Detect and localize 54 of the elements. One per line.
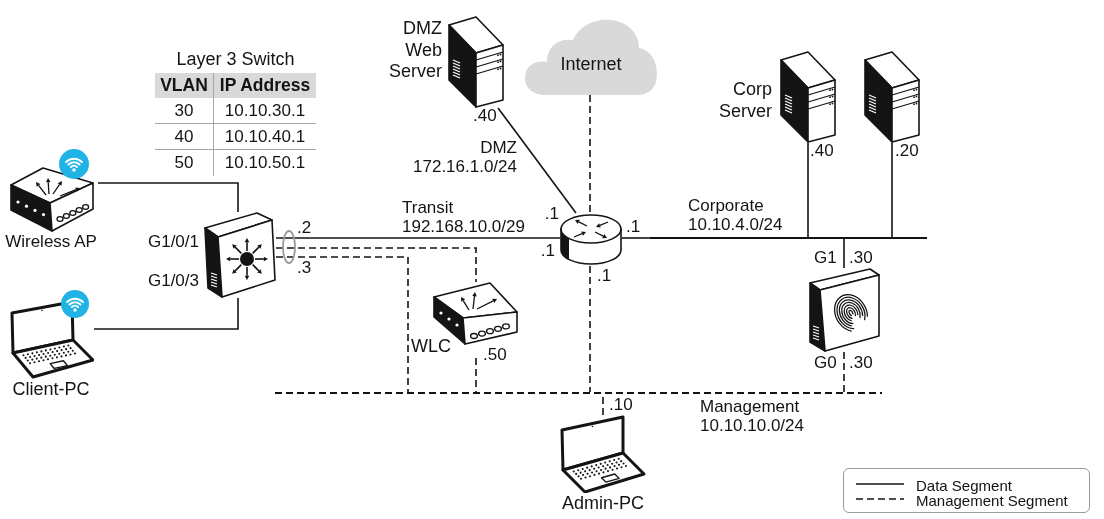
interface-label: .1 xyxy=(539,242,555,261)
device-label: WLC xyxy=(411,336,452,358)
dashed-connector xyxy=(475,357,477,393)
interface-label: .50 xyxy=(483,346,507,365)
interface-label: G1/0/1 xyxy=(146,233,199,252)
interface-label: G1/0/3 xyxy=(146,272,199,291)
device-label: DMZ Web Server xyxy=(388,18,442,83)
dashed-connector xyxy=(843,351,845,393)
interface-label: .3 xyxy=(297,259,312,276)
interface-label: .1 xyxy=(626,218,641,235)
connector-line xyxy=(497,107,577,214)
device-label: Corp Server xyxy=(718,79,772,123)
table-cell: 10.10.40.1 xyxy=(213,124,316,150)
table-cell: 40 xyxy=(155,124,213,150)
table-cell-text: 50 xyxy=(173,152,195,174)
table-cell: 10.10.30.1 xyxy=(213,98,316,124)
interface-label: .40 xyxy=(810,142,834,161)
interface-label: .2 xyxy=(297,219,312,236)
table-title: Layer 3 Switch xyxy=(175,49,296,71)
network-label: DMZ 172.16.1.0/24 xyxy=(412,139,517,177)
table-cell: 10.10.50.1 xyxy=(213,150,316,176)
cloud-label: Internet xyxy=(559,54,623,76)
interface-label: .30 xyxy=(849,249,873,268)
column-header: VLAN xyxy=(155,73,213,98)
legend-label: Data Segment xyxy=(916,477,1012,495)
dashed-connector xyxy=(589,265,591,393)
interface-label: .1 xyxy=(544,205,559,224)
interface-label: .1 xyxy=(597,267,612,286)
connector-line xyxy=(97,182,239,213)
interface-label: .20 xyxy=(895,142,919,161)
interface-label: .10 xyxy=(609,396,633,415)
interface-label: .40 xyxy=(473,107,497,126)
connector-line xyxy=(275,237,561,239)
connector-line xyxy=(843,238,845,269)
network-label: Corporate 10.10.4.0/24 xyxy=(688,197,784,235)
device-label: Client-PC xyxy=(11,379,91,401)
table-cell: 30 xyxy=(155,98,213,124)
connector-line xyxy=(807,142,809,238)
device-label: Admin-PC xyxy=(561,493,645,515)
interface-label: G0 xyxy=(814,354,837,373)
connector-line xyxy=(621,237,651,239)
dashed-connector xyxy=(275,247,477,283)
connector-line xyxy=(93,297,239,330)
bus-line xyxy=(650,237,927,239)
column-header: IP Address xyxy=(213,73,316,98)
connector-line xyxy=(891,142,893,238)
dashed-connector xyxy=(275,256,409,393)
dashed-bus-line xyxy=(275,392,882,394)
dashed-connector xyxy=(589,94,591,214)
interface-label: G1 xyxy=(814,249,837,268)
device-label: Wireless AP xyxy=(4,232,98,253)
network-label: Transit 192.168.10.0/29 xyxy=(402,199,526,237)
interface-label: .30 xyxy=(849,354,873,373)
network-label: Management 10.10.10.0/24 xyxy=(700,398,805,436)
